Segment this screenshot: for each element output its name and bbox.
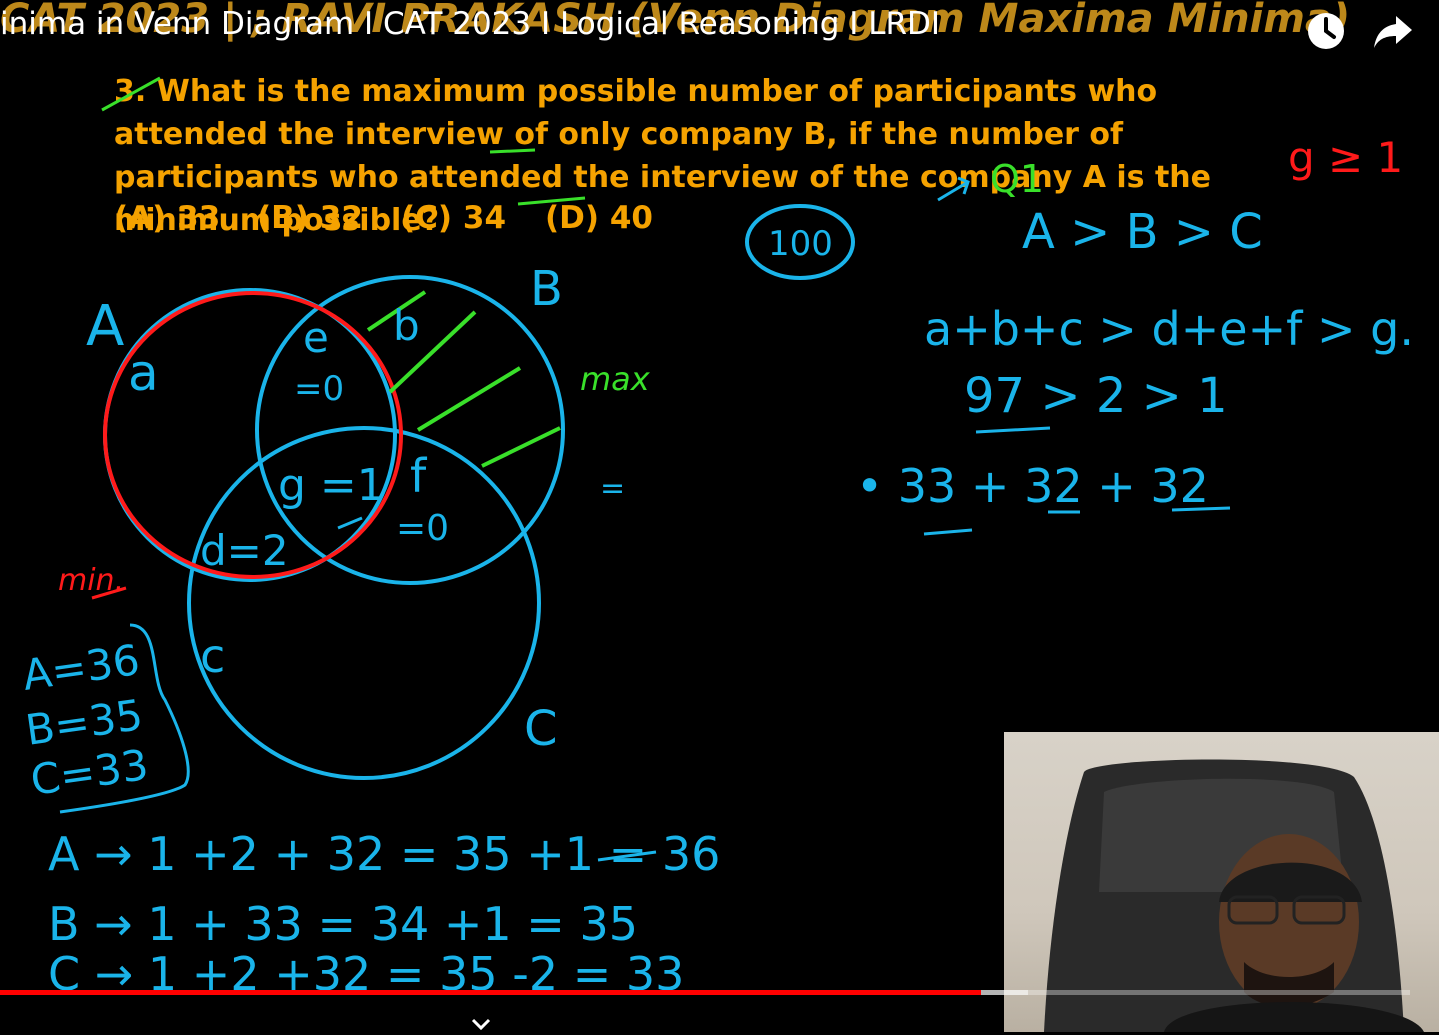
label-set-c: C bbox=[524, 701, 558, 757]
total-a: A=36 bbox=[20, 635, 143, 700]
hatch-line bbox=[481, 426, 561, 468]
hatch-line bbox=[416, 366, 522, 432]
hatch-line bbox=[388, 310, 477, 394]
total-participants: 100 bbox=[768, 224, 833, 264]
circle-c bbox=[187, 426, 541, 780]
question-ref: Q1 bbox=[990, 157, 1044, 201]
calc-a: A → 1 +2 + 32 = 35 +1 = 36 bbox=[48, 827, 720, 881]
arrow-mark bbox=[937, 176, 970, 202]
presenter-image bbox=[1044, 759, 1424, 1032]
webcam-overlay bbox=[1004, 732, 1439, 1032]
max-label: max bbox=[580, 360, 651, 398]
equals-mark: = bbox=[600, 471, 625, 506]
progress-played bbox=[0, 990, 982, 995]
strike-mark bbox=[101, 76, 161, 112]
option-b: (B) 32 bbox=[257, 200, 363, 236]
g-condition: g ≥ 1 bbox=[1288, 133, 1403, 182]
underline-97 bbox=[975, 426, 1051, 434]
inequality-values: 97 > 2 > 1 bbox=[964, 368, 1228, 424]
region-b: b bbox=[393, 301, 420, 350]
region-f-value: =0 bbox=[396, 508, 449, 549]
inequality: a+b+c > d+e+f > g. bbox=[924, 302, 1414, 356]
option-c: (C) 34 bbox=[401, 200, 507, 236]
region-f: f bbox=[410, 449, 428, 503]
region-g: g =1 bbox=[278, 460, 385, 511]
circle-b bbox=[255, 275, 565, 585]
region-e-value: =0 bbox=[294, 369, 344, 409]
clock-icon[interactable] bbox=[1305, 10, 1347, 52]
hatch-line bbox=[366, 290, 427, 332]
option-a: (A) 33 bbox=[114, 200, 221, 236]
region-d: d=2 bbox=[200, 526, 289, 575]
sum-underlines bbox=[923, 506, 1231, 536]
total-circle bbox=[745, 204, 855, 280]
question-body: What is the maximum possible number of p… bbox=[114, 74, 1211, 238]
video-title[interactable]: inima in Venn Diagram I CAT 2023 I Logic… bbox=[0, 6, 941, 42]
share-arrow-icon[interactable] bbox=[1372, 10, 1414, 52]
sum-expression: • 33 + 32 + 32 bbox=[856, 459, 1209, 513]
progress-bar[interactable] bbox=[0, 990, 1410, 995]
order-relation: A > B > C bbox=[1022, 204, 1263, 260]
label-set-b: B bbox=[530, 261, 563, 317]
underline-calc-a bbox=[597, 850, 657, 862]
region-c: c bbox=[200, 629, 225, 683]
region-e: e bbox=[303, 313, 329, 362]
video-banner: CAT 2023 | ; RAVI PRAKASH (Venn Diagram … bbox=[0, 0, 1351, 42]
underline-min bbox=[91, 586, 127, 600]
circle-a-highlight bbox=[103, 291, 403, 579]
question-text: 3. What is the maximum possible number o… bbox=[114, 70, 1274, 242]
label-set-a: A bbox=[86, 294, 124, 359]
underline-a bbox=[517, 196, 586, 206]
calc-b: B → 1 + 33 = 34 +1 = 35 bbox=[48, 897, 638, 951]
bracket bbox=[59, 623, 190, 814]
chevron-down-icon[interactable] bbox=[470, 1016, 492, 1031]
underline-g bbox=[337, 516, 363, 530]
question-number: 3. bbox=[114, 74, 147, 109]
region-a: a bbox=[128, 344, 159, 402]
option-d: (D) 40 bbox=[545, 200, 654, 236]
underline-b bbox=[489, 148, 536, 154]
